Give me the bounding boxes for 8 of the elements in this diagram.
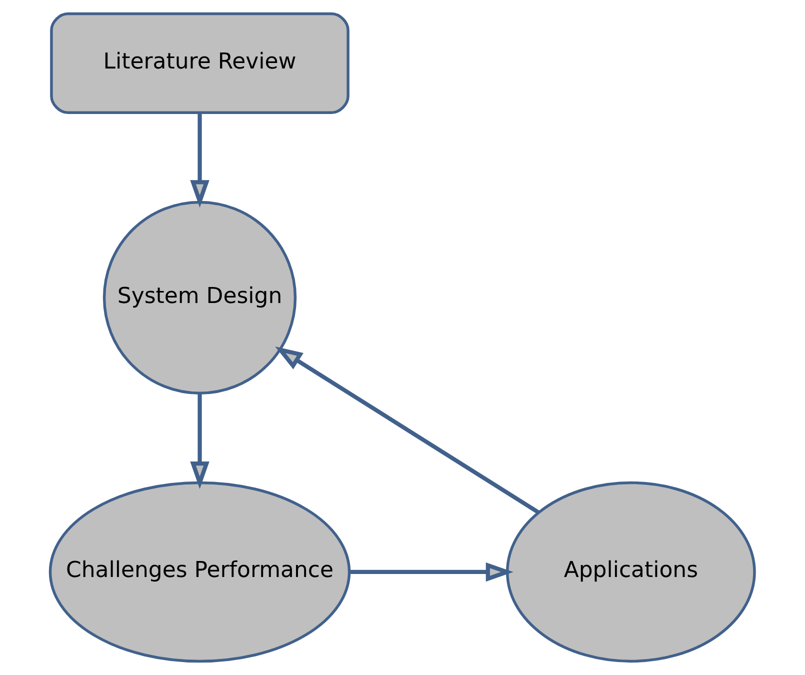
- node-ellipse: Applications: [506, 481, 756, 663]
- node-box: Literature Review: [50, 12, 350, 114]
- arrow: [275, 346, 540, 514]
- node-ellipse: Challenges Performance: [48, 481, 351, 663]
- node-circle: System Design: [102, 200, 297, 395]
- arrow: [190, 113, 210, 208]
- arrow: [190, 394, 210, 489]
- arrow: [349, 562, 514, 582]
